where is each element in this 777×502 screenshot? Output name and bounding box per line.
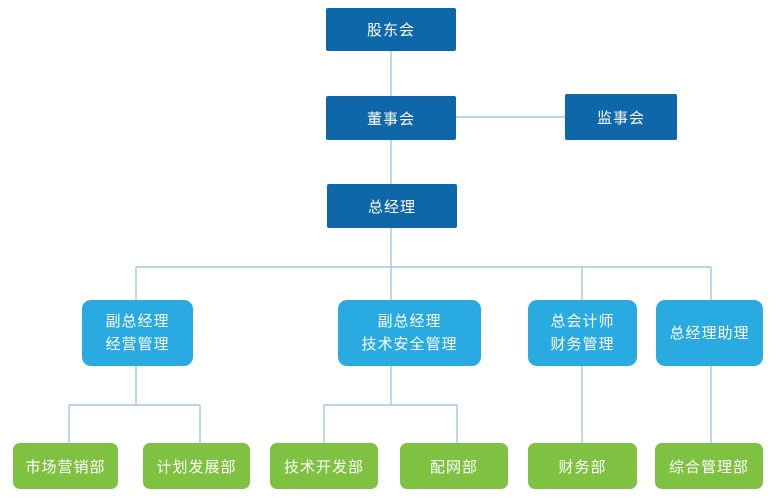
node-general-admin-dept[interactable]: 综合管理部: [655, 443, 763, 489]
node-marketing-dept[interactable]: 市场营销部: [13, 443, 118, 489]
node-board-of-directors[interactable]: 董事会: [326, 96, 456, 140]
node-finance-dept[interactable]: 财务部: [528, 443, 637, 489]
node-shareholders-meeting[interactable]: 股东会: [326, 8, 456, 51]
node-gm-assistant[interactable]: 总经理助理: [656, 300, 763, 366]
node-supervisory-board[interactable]: 监事会: [565, 94, 677, 140]
node-distribution-dept[interactable]: 配网部: [400, 443, 508, 489]
node-vp-operations[interactable]: 副总经理 经营管理: [82, 300, 193, 366]
node-vp-tech-safety[interactable]: 副总经理 技术安全管理: [338, 300, 481, 366]
node-planning-dept[interactable]: 计划发展部: [143, 443, 250, 489]
node-general-manager[interactable]: 总经理: [327, 184, 457, 228]
node-chief-accountant[interactable]: 总会计师 财务管理: [528, 300, 637, 366]
node-tech-dev-dept[interactable]: 技术开发部: [270, 443, 378, 489]
